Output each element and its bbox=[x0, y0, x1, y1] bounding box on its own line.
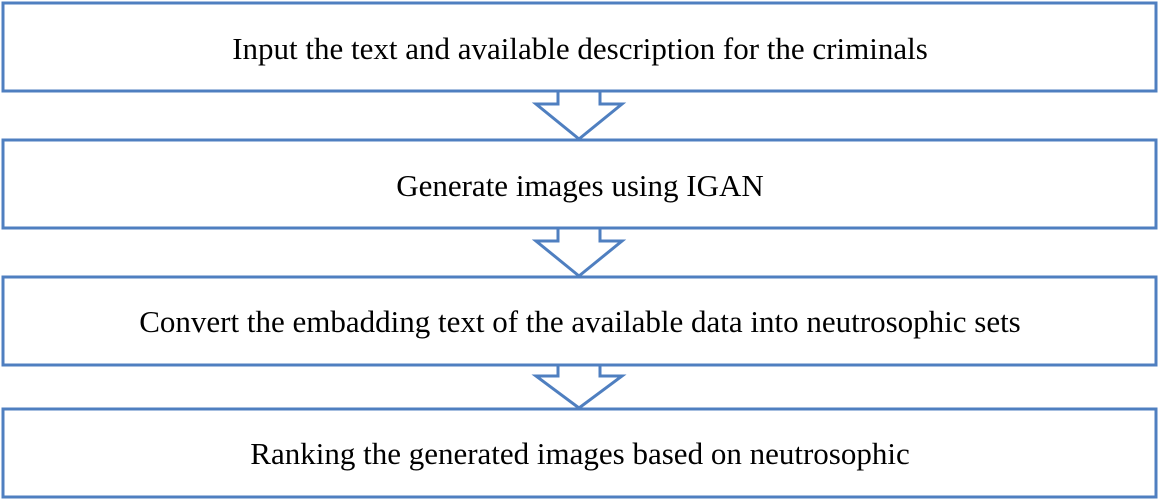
step-label-4: Ranking the generated images based on ne… bbox=[250, 436, 910, 471]
down-arrow-icon bbox=[531, 89, 627, 141]
step-box-4 bbox=[1, 407, 1158, 499]
down-arrow-icon bbox=[531, 363, 627, 410]
step-label-2: Generate images using IGAN bbox=[396, 168, 764, 203]
step-label-3: Convert the embadding text of the availa… bbox=[139, 304, 1021, 339]
step-box-1 bbox=[1, 1, 1158, 93]
step-box-2 bbox=[1, 138, 1158, 230]
down-arrow-icon bbox=[531, 226, 627, 278]
step-label-1: Input the text and available description… bbox=[232, 31, 928, 66]
